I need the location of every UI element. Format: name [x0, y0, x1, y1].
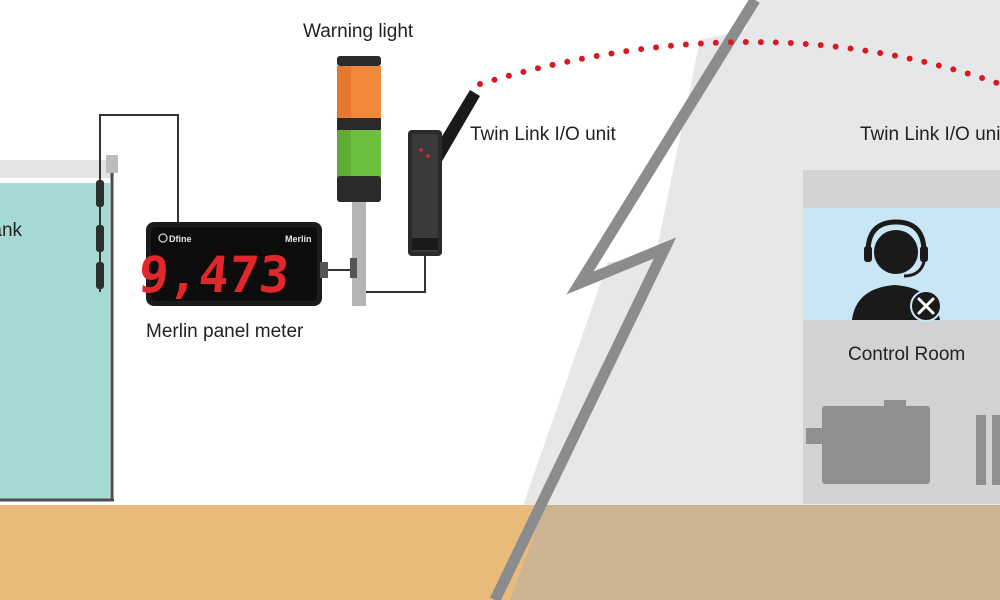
level-sensor	[96, 114, 179, 292]
control-pipes	[976, 415, 1000, 485]
tools-icon	[917, 297, 935, 315]
ground-right	[510, 505, 1000, 600]
dfine-logo-icon	[158, 233, 168, 243]
tank-label: Water Tank	[0, 220, 23, 241]
control-machine	[806, 400, 930, 484]
io-unit-label-left: Twin Link I/O unit	[470, 124, 616, 145]
merlin-panel-meter: Dfine Merlin 9,473	[136, 222, 328, 306]
control-room-label: Control Room	[848, 344, 966, 365]
meter-brand: Dfine	[169, 234, 192, 244]
panel-meter-label: Merlin panel meter	[146, 321, 304, 342]
io-unit-left	[408, 90, 480, 256]
meter-model: Merlin	[285, 234, 312, 244]
io-unit-label-right: Twin Link I/O unit	[860, 124, 1000, 145]
water-tank	[0, 155, 118, 502]
meter-reading: 9,473	[136, 246, 292, 304]
warning-light-label: Warning light	[303, 21, 414, 42]
divider-line	[490, 0, 760, 600]
warning-light	[337, 56, 381, 306]
control-room	[803, 170, 1000, 504]
